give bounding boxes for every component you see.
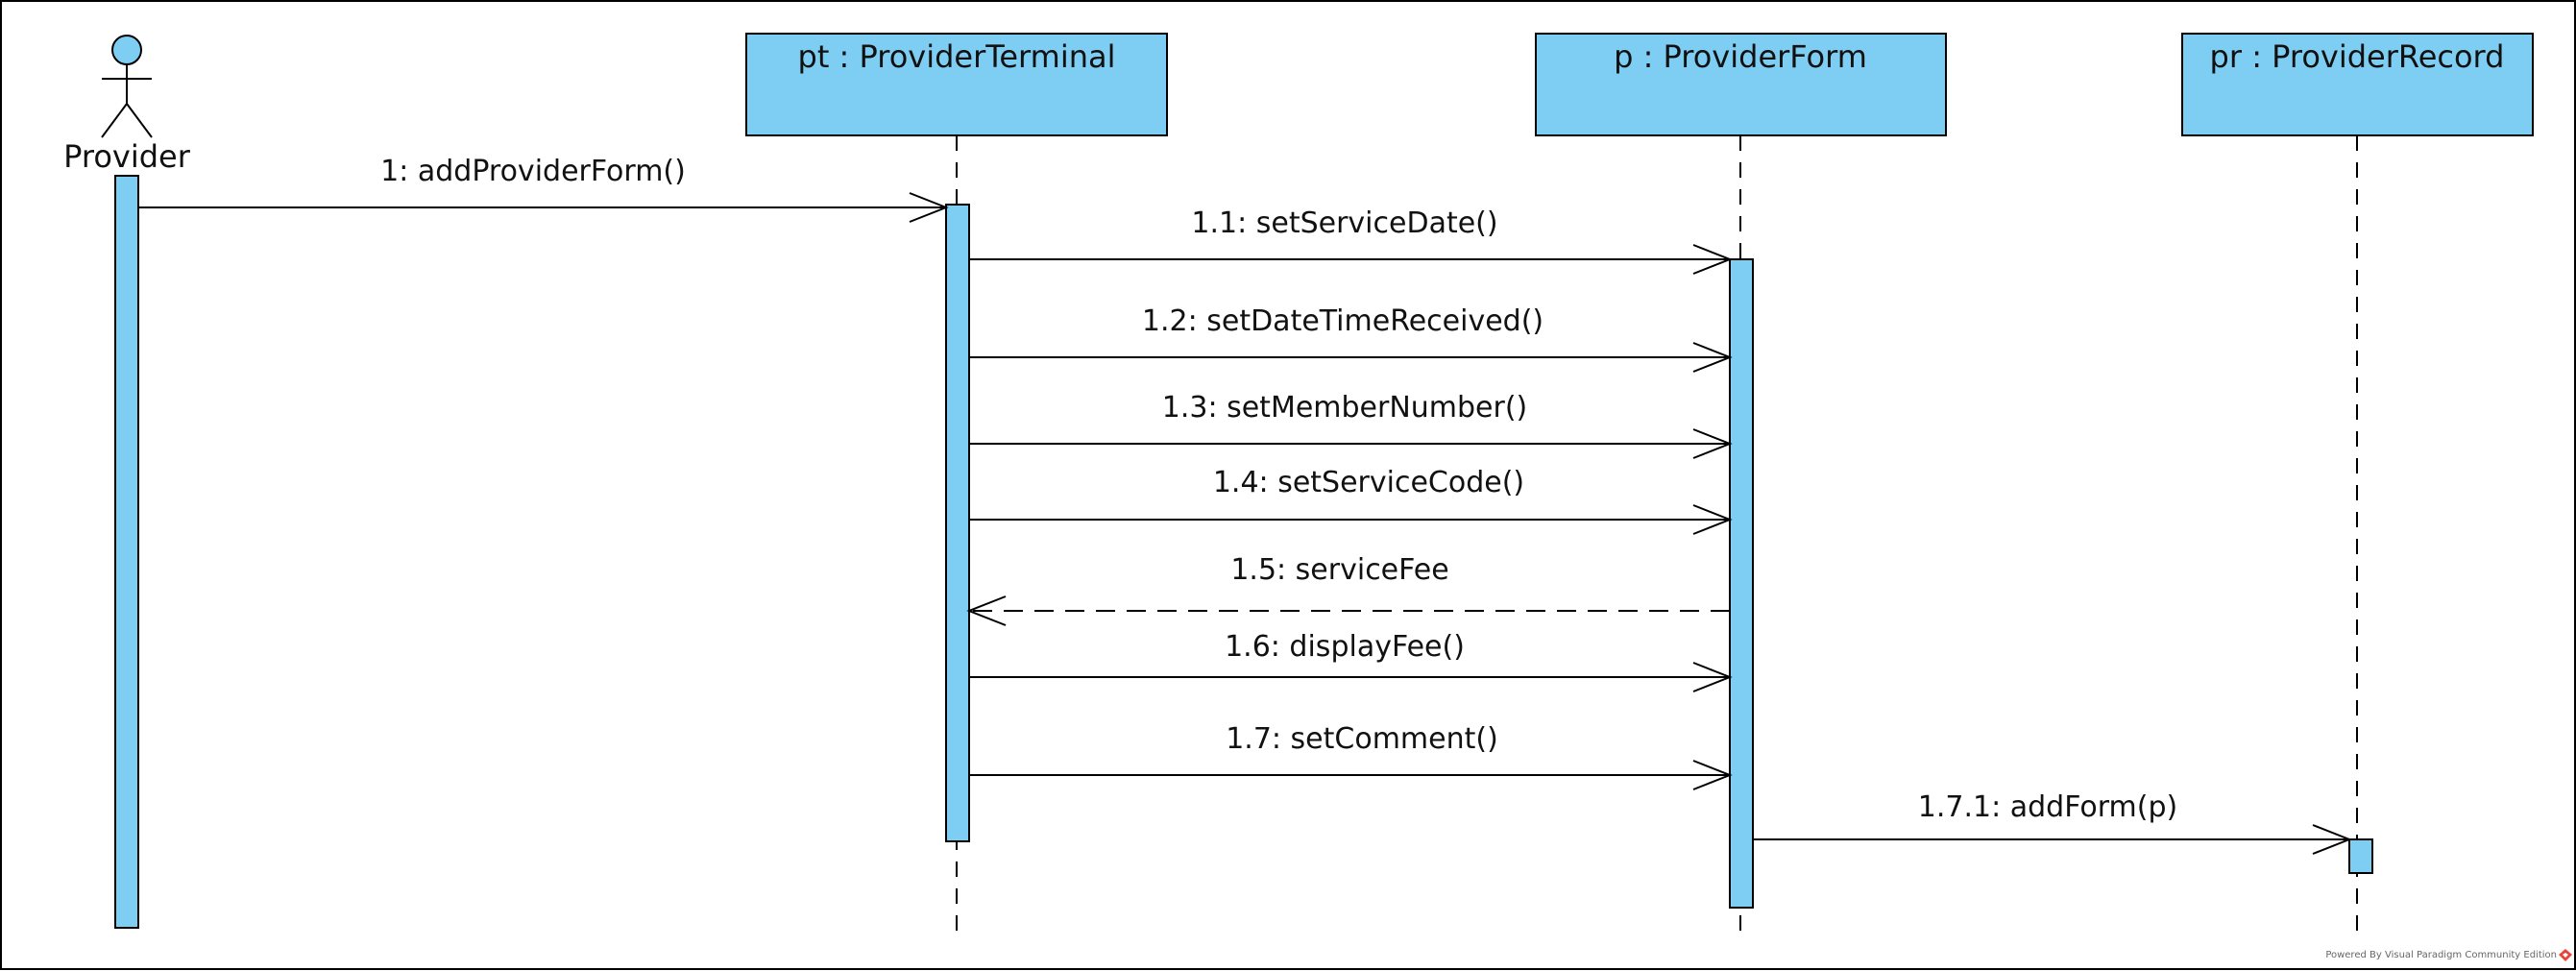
message-1-4[interactable] <box>969 504 1733 535</box>
open-arrowhead-icon <box>909 192 949 223</box>
message-label-1-3: 1.3: setMemberNumber() <box>1162 391 1528 425</box>
open-arrowhead-icon <box>966 595 1007 626</box>
lifeline-pt[interactable]: pt : ProviderTerminal <box>745 33 1168 932</box>
open-arrowhead-icon <box>1692 342 1733 373</box>
message-label-1: 1: addProviderForm() <box>380 155 686 188</box>
message-1-7[interactable] <box>969 760 1733 790</box>
lifeline-label-pt: pt : ProviderTerminal <box>798 38 1116 75</box>
message-label-1-1: 1.1: setServiceDate() <box>1191 206 1497 240</box>
actor-name: Provider <box>63 138 191 175</box>
message-label-1-7-1: 1.7.1: addForm(p) <box>1918 790 2177 824</box>
actor-provider[interactable]: Provider <box>63 35 191 175</box>
lifeline-pr[interactable]: pr : ProviderRecord <box>2181 33 2534 932</box>
lifeline-label-p: p : ProviderForm <box>1614 38 1867 75</box>
open-arrowhead-icon <box>1692 760 1733 790</box>
lifeline-header-pt <box>745 33 1168 136</box>
message-label-1-6: 1.6: displayFee() <box>1225 630 1465 664</box>
actor-stick-figure-icon <box>101 35 153 138</box>
open-arrowhead-icon <box>1692 428 1733 459</box>
activation-bar-pr <box>2348 838 2373 874</box>
lifeline-p[interactable]: p : ProviderForm <box>1535 33 1947 932</box>
message-1-7-1[interactable] <box>1753 824 2352 855</box>
message-1-1[interactable] <box>969 244 1733 275</box>
message-1-5[interactable] <box>966 595 1730 626</box>
message-label-1-7: 1.7: setComment() <box>1226 722 1498 756</box>
activation-bar-p <box>1729 258 1754 909</box>
footer-credit: Powered By Visual Paradigm Community Edi… <box>2325 950 2557 960</box>
message-label-1-4: 1.4: setServiceCode() <box>1213 466 1524 499</box>
open-arrowhead-icon <box>1692 504 1733 535</box>
message-1-3[interactable] <box>969 428 1733 459</box>
lifeline-header-pr <box>2181 33 2534 136</box>
message-label-1-2: 1.2: setDateTimeReceived() <box>1142 304 1543 338</box>
visual-paradigm-logo-icon <box>2559 949 2572 961</box>
open-arrowhead-icon <box>2312 824 2352 855</box>
activation-bar-pt <box>945 204 970 842</box>
message-1-2[interactable] <box>969 342 1733 373</box>
message-label-1-5: 1.5: serviceFee <box>1230 553 1448 587</box>
open-arrowhead-icon <box>1692 662 1733 692</box>
lifeline-label-pr: pr : ProviderRecord <box>2210 38 2505 75</box>
activation-bar-provider <box>114 175 139 929</box>
message-1-6[interactable] <box>969 662 1733 692</box>
message-1[interactable] <box>138 192 949 223</box>
open-arrowhead-icon <box>1692 244 1733 275</box>
